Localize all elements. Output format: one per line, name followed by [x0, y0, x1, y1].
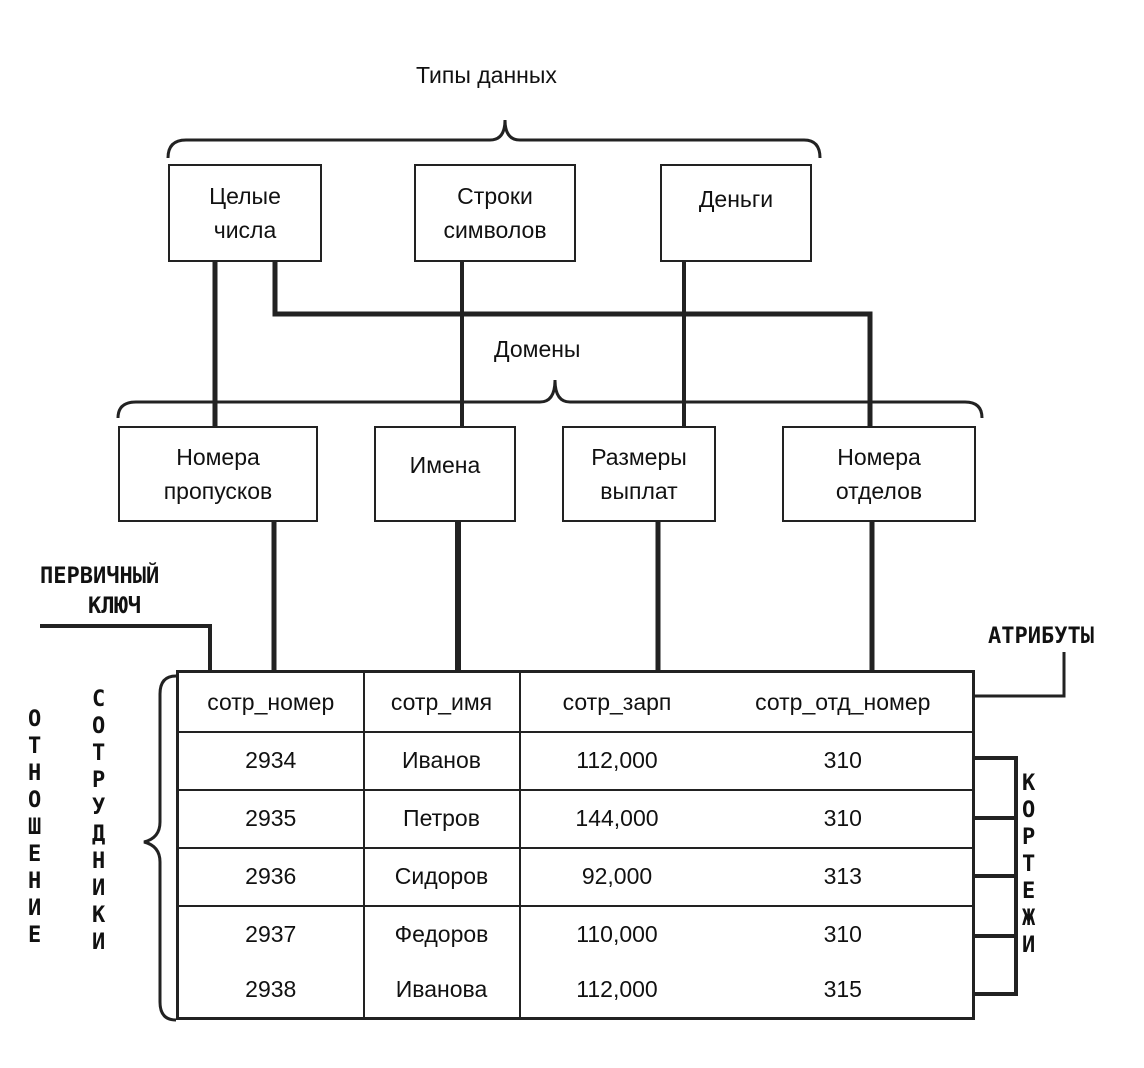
type-money-line1: Деньги [698, 186, 774, 212]
relation-name-letter: Т [92, 741, 106, 766]
tuples-label-letter: И [1022, 933, 1036, 958]
connector-int-to-dept [272, 262, 873, 426]
relation-label-letter: Е [28, 842, 42, 867]
domain-pay-line1: Размеры [591, 444, 687, 470]
tuples-label-letter: К [1022, 771, 1036, 796]
tuples-label-letter: Ж [1022, 906, 1036, 931]
relation-label-letter: Н [28, 761, 42, 786]
column-header: сотр_имя [363, 671, 521, 733]
cell-name: Федоров [363, 905, 521, 962]
table-row: 2938 Иванова 112,000 315 [177, 961, 974, 1019]
relation-table: сотр_номер сотр_имя сотр_зарп сотр_отд_н… [176, 670, 975, 1020]
relation-label-letter: И [28, 896, 42, 921]
table-header-row: сотр_номер сотр_имя сотр_зарп сотр_отд_н… [177, 671, 974, 733]
relation-name-letter: Р [92, 768, 106, 793]
cell-name: Иванов [363, 732, 521, 791]
column-header: сотр_отд_номер [713, 671, 974, 733]
relation-name-letter: У [92, 795, 106, 820]
cell-dept: 310 [713, 732, 974, 791]
tuples-label-letter: Т [1022, 852, 1036, 877]
relation-label-letter: Ш [28, 815, 42, 840]
primary-key-pointer [40, 624, 212, 672]
cell-dept: 313 [713, 847, 974, 907]
data-types-brace [166, 119, 822, 159]
attributes-pointer [974, 652, 1066, 698]
relation-label-letter: Н [28, 869, 42, 894]
cell-number: 2935 [177, 789, 365, 849]
domain-dept-line1: Номера [837, 444, 921, 470]
domain-box-payments: Размеры выплат [562, 426, 716, 522]
relation-name-letter: О [92, 714, 106, 739]
relation-name-letter: Д [92, 822, 106, 847]
cell-number: 2938 [177, 961, 365, 1019]
domain-pass-line1: Номера [176, 444, 260, 470]
cell-name: Иванова [363, 961, 521, 1019]
relation-name-letter: Н [92, 849, 106, 874]
type-box-money: Деньги [660, 164, 812, 262]
domain-box-dept-numbers: Номера отделов [782, 426, 976, 522]
type-integers-line1: Целые [209, 183, 281, 209]
type-box-integers: Целые числа [168, 164, 322, 262]
type-strings-line2: символов [443, 217, 547, 243]
relation-label-letter: О [28, 788, 42, 813]
domain-names-line1: Имена [409, 452, 481, 478]
tuples-label-letter: Р [1022, 825, 1036, 850]
cell-number: 2934 [177, 732, 365, 791]
domain-pay-line2: выплат [600, 478, 678, 504]
table-row: 2936 Сидоров 92,000 313 [177, 847, 974, 907]
cell-salary: 110,000 [576, 920, 658, 947]
domain-dept-line2: отделов [835, 478, 923, 504]
type-strings-line1: Строки [457, 183, 533, 209]
domains-brace [116, 379, 984, 419]
cell-dept: 315 [823, 975, 862, 1002]
type-integers-line2: числа [213, 217, 277, 243]
relation-name-letter: К [92, 903, 106, 928]
relation-name-letter: С [92, 687, 106, 712]
cell-dept: 310 [713, 789, 974, 849]
domains-title: Домены [494, 336, 581, 362]
table-row: 2934 Иванов 112,000 310 [177, 732, 974, 791]
attributes-label: АТРИБУТЫ [988, 624, 1094, 649]
tuples-label-letter: Е [1022, 879, 1036, 904]
tuples-bracket [974, 756, 1018, 996]
relation-name-letter: И [92, 876, 106, 901]
primary-key-label-line1: ПЕРВИЧНЫЙ [40, 564, 160, 589]
cell-name: Сидоров [363, 847, 521, 907]
cell-salary: 144,000 [519, 789, 714, 849]
data-types-title: Типы данных [416, 62, 557, 88]
cell-number: 2937 [177, 905, 365, 962]
tuples-label-letter: О [1022, 798, 1036, 823]
relation-label-letter: Е [28, 923, 42, 948]
domain-box-pass-numbers: Номера пропусков [118, 426, 318, 522]
relation-label-letter: О [28, 707, 42, 732]
cell-name: Петров [363, 789, 521, 849]
relation-name-letter: И [92, 930, 106, 955]
domain-pass-line2: пропусков [163, 478, 273, 504]
type-box-strings: Строки символов [414, 164, 576, 262]
table-row: 2935 Петров 144,000 310 [177, 789, 974, 849]
relation-brace [143, 674, 177, 1022]
column-header: сотр_номер [177, 671, 365, 733]
cell-salary: 112,000 [519, 732, 714, 791]
primary-key-label-line2: КЛЮЧ [88, 594, 141, 619]
table-row: 2937 Федоров 110,000 310 [177, 905, 974, 962]
cell-dept: 310 [823, 920, 862, 947]
cell-number: 2936 [177, 847, 365, 907]
relation-label-letter: Т [28, 734, 42, 759]
column-header: сотр_зарп [519, 671, 714, 733]
cell-salary: 112,000 [576, 975, 658, 1002]
cell-salary: 92,000 [519, 847, 714, 907]
domain-box-names: Имена [374, 426, 516, 522]
